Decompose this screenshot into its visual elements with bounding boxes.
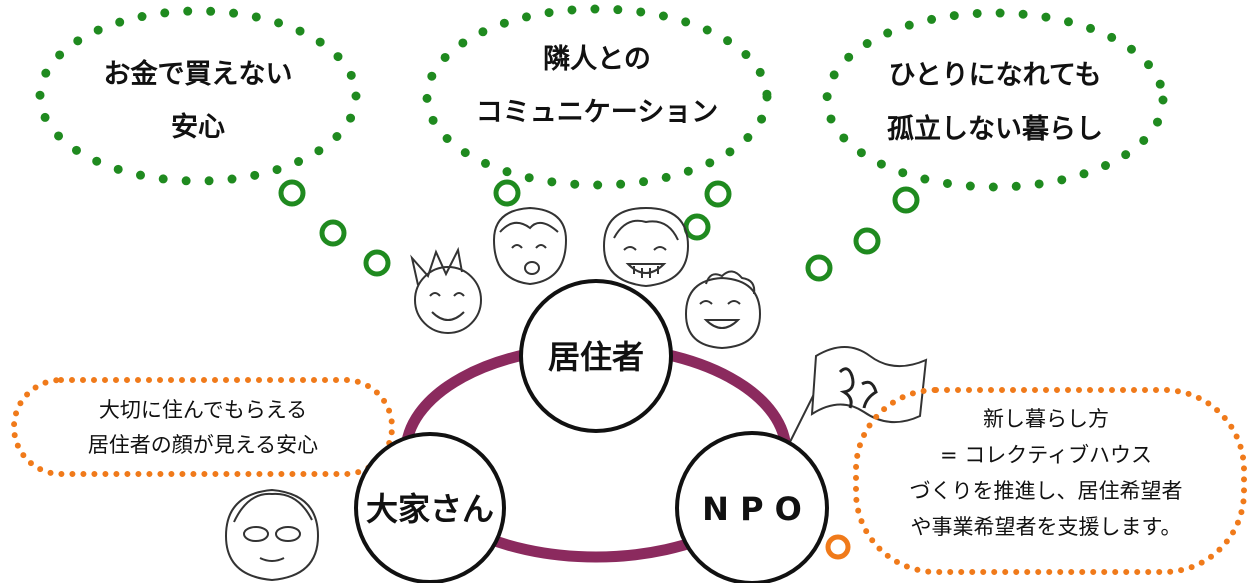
node-npo: N P O xyxy=(675,431,829,583)
thought-center-line2: コミュニケーション xyxy=(476,97,718,128)
thought-center-line1: 隣人との xyxy=(543,44,651,75)
thought-cloud-right xyxy=(822,8,1168,192)
node-landlord-label: 大家さん xyxy=(366,490,494,528)
landlord-note-line1: 大切に住んでもらえる xyxy=(99,398,307,422)
landlord-note-line2: 居住者の顔が見える安心 xyxy=(88,433,318,457)
npo-note-line2: = コレクティブハウス xyxy=(940,443,1152,467)
npo-note-line1: 新し暮らし方 xyxy=(983,407,1109,431)
npo-note-line3: づくりを推進し、居住希望者 xyxy=(910,479,1183,503)
thought-cloud-center xyxy=(422,4,772,190)
thought-trail-center xyxy=(493,179,732,241)
node-residents: 居住者 xyxy=(519,279,673,433)
thought-trail-left xyxy=(278,179,391,277)
face-icon-bowl-hair xyxy=(492,206,568,286)
thought-cloud-left xyxy=(35,6,361,186)
thought-right-line2: 孤立しない暮らし xyxy=(887,113,1103,145)
thought-trail-right xyxy=(805,186,920,282)
thought-left-line1: お金で買えない xyxy=(104,58,293,90)
flag-icon xyxy=(785,346,928,451)
node-residents-label: 居住者 xyxy=(548,338,644,376)
face-icon-smiling-woman xyxy=(602,206,690,288)
face-icon-elderly-landlord xyxy=(224,488,320,582)
thought-right-line1: ひとりになれても xyxy=(888,60,1101,91)
face-icon-spiky-hair xyxy=(410,246,482,334)
node-npo-label: N P O xyxy=(702,490,802,528)
thought-left-line2: 安心 xyxy=(171,112,225,143)
face-icon-laughing xyxy=(684,270,762,350)
node-landlord: 大家さん xyxy=(354,432,506,583)
landlord-callout-box xyxy=(11,377,395,477)
npo-note-line4: や事業希望者を支援します。 xyxy=(911,515,1182,539)
npo-callout-box xyxy=(853,387,1247,575)
